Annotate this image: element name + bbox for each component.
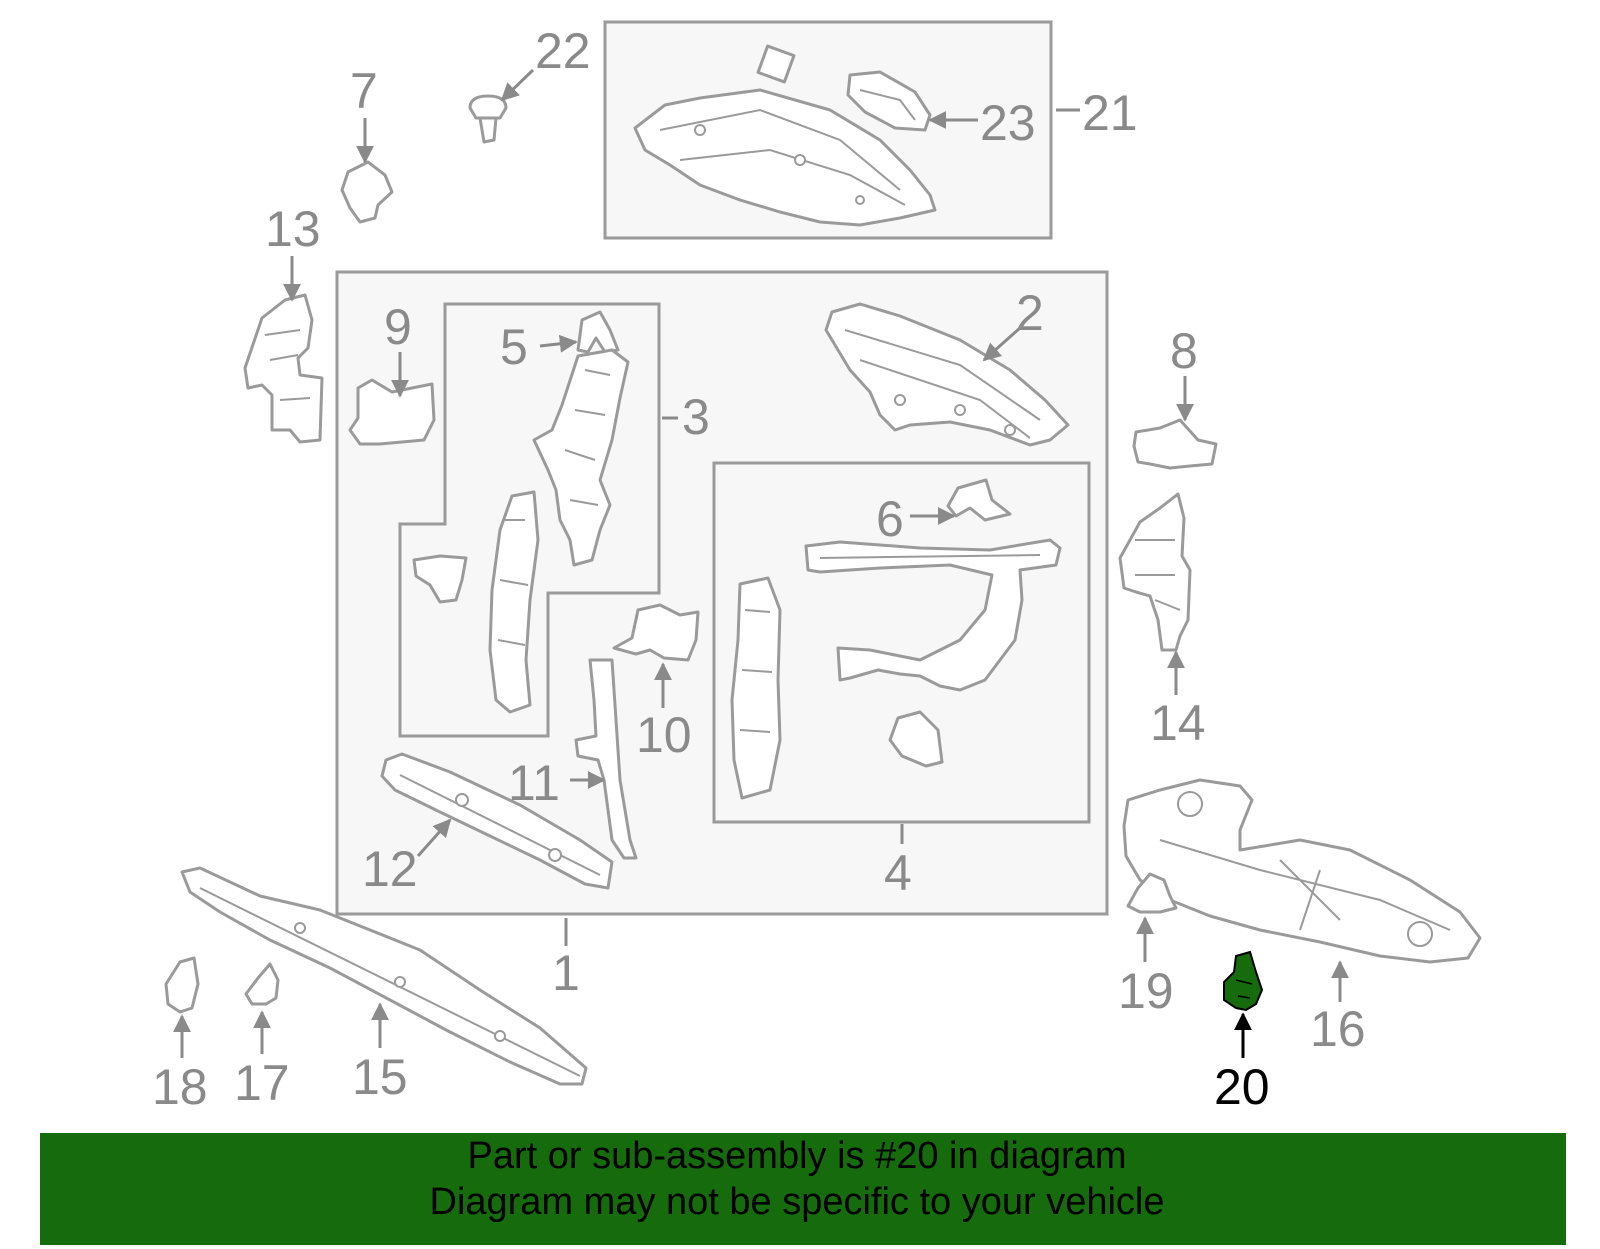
- info-banner: Part or sub-assembly is #20 in diagram D…: [40, 1133, 1566, 1245]
- part-8-bracket: [1132, 418, 1218, 470]
- part-15-rail: [180, 866, 588, 1086]
- leader-12: [416, 818, 452, 857]
- label-4: 4: [884, 845, 912, 901]
- leader-5: [539, 334, 578, 353]
- label-9: 9: [384, 299, 412, 355]
- part-20-highlighted[interactable]: [1223, 950, 1264, 1012]
- label-21: 21: [1082, 85, 1138, 141]
- part-23-bracket: [846, 70, 932, 132]
- part-18-clip: [164, 956, 200, 1014]
- part-21-pad: [756, 44, 796, 84]
- label-15: 15: [352, 1049, 408, 1105]
- label-1: 1: [552, 945, 580, 1001]
- part-12-rail: [380, 752, 614, 890]
- part-21-cover: [633, 88, 937, 227]
- banner-line-disclaimer: Diagram may not be specific to your vehi…: [429, 1181, 1165, 1223]
- label-2: 2: [1016, 285, 1044, 341]
- label-18: 18: [152, 1059, 208, 1115]
- label-17: 17: [234, 1055, 290, 1111]
- part-17-clip: [244, 962, 280, 1006]
- label-12: 12: [362, 841, 418, 897]
- leader-22: [500, 68, 535, 102]
- label-22: 22: [535, 23, 591, 79]
- leader-2: [982, 326, 1021, 362]
- label-7: 7: [350, 63, 378, 119]
- part-4-assembly: [730, 478, 1062, 800]
- part-7-bracket: [340, 160, 394, 224]
- part-2-support: [824, 302, 1070, 447]
- label-6: 6: [876, 491, 904, 547]
- part-11-pillar: [574, 658, 638, 860]
- label-20-highlighted: 20: [1214, 1059, 1270, 1115]
- label-5: 5: [500, 319, 528, 375]
- part-9-bracket: [348, 378, 436, 446]
- part-3-assembly: [412, 348, 630, 714]
- label-23: 23: [980, 95, 1036, 151]
- label-19: 19: [1118, 963, 1174, 1019]
- part-19-clip: [1126, 872, 1178, 914]
- label-13: 13: [265, 201, 321, 257]
- banner-line-part-number: Part or sub-assembly is #20 in diagram: [467, 1135, 1127, 1177]
- part-22-clip: [468, 94, 508, 144]
- label-16: 16: [1310, 1001, 1366, 1057]
- part-10-bracket: [612, 603, 700, 662]
- part-14-bracket: [1118, 492, 1192, 652]
- label-8: 8: [1170, 323, 1198, 379]
- label-14: 14: [1150, 695, 1206, 751]
- part-13-bracket: [243, 293, 324, 444]
- label-11: 11: [508, 755, 560, 811]
- part-16-under-cover: [1122, 778, 1482, 964]
- label-10: 10: [636, 707, 692, 763]
- label-3: 3: [682, 389, 710, 445]
